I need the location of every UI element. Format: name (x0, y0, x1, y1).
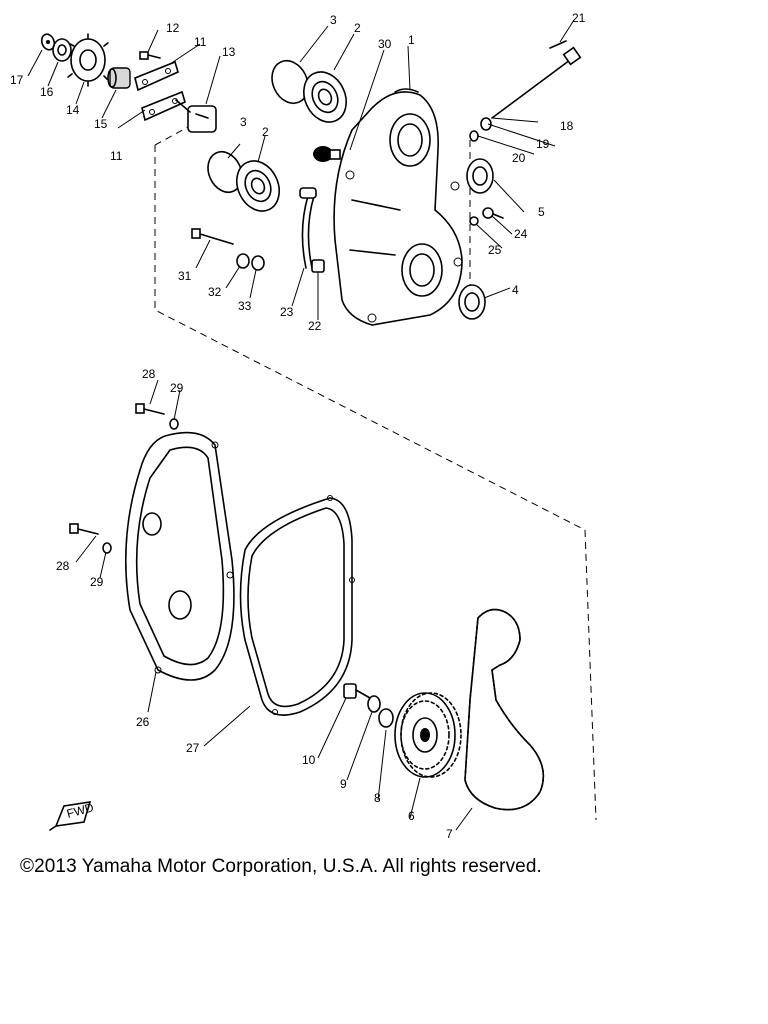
part-6-driven-sprocket (394, 692, 462, 778)
part-11-upper-bracket (134, 60, 179, 92)
exploded-parts-diagram: FWD 1 2 2 3 3 4 5 6 7 8 9 10 11 11 12 13… (10, 11, 597, 841)
part-22-fitting (311, 259, 325, 273)
part-26-chaincase-cover (124, 431, 235, 681)
part-18-long-bolt (491, 46, 582, 119)
callout-numbers: 1 2 2 3 3 4 5 6 7 8 9 10 11 11 12 13 14 … (10, 11, 586, 841)
callout-26: 26 (136, 715, 150, 729)
part-10-bolt (343, 683, 371, 699)
callout-14: 14 (66, 103, 80, 117)
part-7-drive-chain (464, 608, 545, 811)
callout-2-lower: 2 (262, 125, 269, 139)
part-31-bolt (191, 228, 234, 245)
part-9-washer (367, 695, 381, 713)
callout-24: 24 (514, 227, 528, 241)
callout-3-lower: 3 (240, 115, 247, 129)
callout-29-lower: 29 (90, 575, 104, 589)
callout-19: 19 (536, 137, 550, 151)
part-8-washer (378, 708, 394, 728)
part-3-circlip-lower (207, 151, 243, 193)
part-27-gasket (239, 495, 355, 716)
callout-11-lower: 11 (110, 149, 123, 163)
part-33-nut (251, 255, 265, 271)
part-3-circlip-upper (271, 60, 309, 104)
part-1-chaincase (333, 88, 463, 326)
callout-31: 31 (178, 269, 192, 283)
callout-25: 25 (488, 243, 502, 257)
part-5-oil-seal (466, 158, 494, 194)
part-12-bolt (139, 51, 161, 60)
part-19-washer (480, 117, 492, 131)
callout-8: 8 (374, 791, 381, 805)
callout-5: 5 (538, 205, 545, 219)
callout-10: 10 (302, 753, 316, 767)
part-29-washer-upper (169, 418, 179, 430)
part-11-lower-bracket (141, 90, 186, 122)
part-23-oil-tube (299, 187, 317, 269)
callout-20: 20 (512, 151, 526, 165)
part-29-washer-lower (102, 542, 112, 554)
callout-32: 32 (208, 285, 222, 299)
part-4-oil-seal (458, 284, 486, 320)
part-13-tensioner (175, 99, 217, 133)
part-30-plug (313, 146, 341, 162)
part-21-cotter-pin (549, 40, 567, 49)
callout-15: 15 (94, 117, 108, 131)
copyright-notice: ©2013 Yamaha Motor Corporation, U.S.A. A… (20, 856, 542, 877)
part-24-bolt (482, 207, 504, 219)
callout-2-upper: 2 (354, 21, 361, 35)
part-15-collar (107, 67, 131, 89)
callout-1: 1 (408, 33, 415, 47)
part-16-washer (52, 38, 72, 62)
callout-21: 21 (572, 11, 586, 25)
callout-13: 13 (222, 45, 236, 59)
fwd-arrow-icon (49, 801, 92, 831)
callout-30: 30 (378, 37, 392, 51)
callout-4: 4 (512, 283, 519, 297)
part-25-washer (469, 216, 479, 226)
callout-28-upper: 28 (142, 367, 156, 381)
part-2-bearing-upper (303, 71, 347, 123)
callout-29-upper: 29 (170, 381, 184, 395)
part-2-bearing-lower (236, 160, 280, 212)
callout-12: 12 (166, 21, 180, 35)
part-28-bolt-lower (69, 523, 99, 535)
callout-28-lower: 28 (56, 559, 70, 573)
leader-lines (27, 19, 575, 831)
part-32-washer (236, 253, 250, 269)
callout-18: 18 (560, 119, 574, 133)
callout-11-upper: 11 (194, 35, 207, 49)
part-20-o-ring (469, 130, 479, 142)
callout-7: 7 (446, 827, 453, 841)
callout-9: 9 (340, 777, 347, 791)
callout-23: 23 (280, 305, 294, 319)
part-28-bolt-upper (135, 403, 165, 415)
callout-6: 6 (408, 809, 415, 823)
fwd-label: FWD (65, 800, 95, 821)
part-14-drive-sprocket (67, 33, 109, 87)
callout-33: 33 (238, 299, 252, 313)
callout-3-upper: 3 (330, 13, 337, 27)
callout-22: 22 (308, 319, 322, 333)
callout-17: 17 (10, 73, 24, 87)
callout-16: 16 (40, 85, 54, 99)
part-17-circlip (40, 33, 56, 51)
callout-27: 27 (186, 741, 200, 755)
